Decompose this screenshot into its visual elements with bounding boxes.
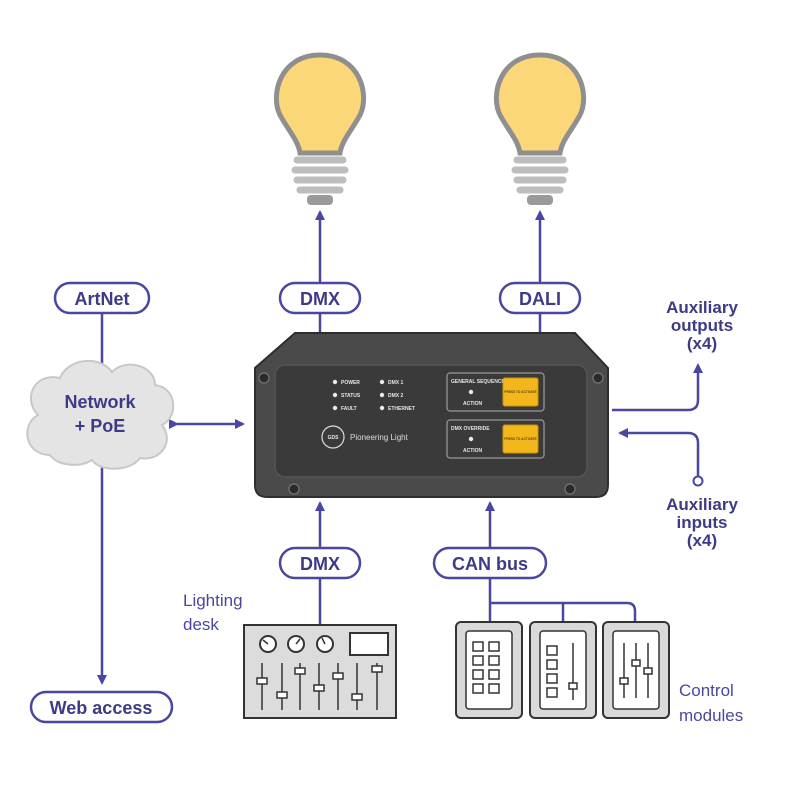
- network-label: Network: [64, 392, 136, 412]
- mixer-icon: [243, 624, 397, 719]
- svg-text:GENERAL SEQUENCE: GENERAL SEQUENCE: [451, 379, 505, 385]
- aux-inputs-label: Auxiliary inputs (x4): [666, 495, 738, 550]
- lighting-desk-label: Lighting desk: [183, 591, 243, 634]
- svg-text:desk: desk: [183, 615, 219, 634]
- svg-text:DMX 1: DMX 1: [388, 380, 404, 386]
- activate-button-1: [502, 377, 539, 407]
- control-panel-icon: [602, 621, 670, 719]
- svg-text:modules: modules: [679, 706, 743, 725]
- pill-dali: DALI: [498, 281, 582, 315]
- control-modules-label: Control modules: [679, 681, 743, 725]
- main-controller-device: POWER STATUS FAULT DMX 1 DMX 2 ETHERNET …: [254, 332, 609, 498]
- svg-text:inputs: inputs: [677, 513, 728, 532]
- svg-text:Auxiliary: Auxiliary: [666, 495, 738, 514]
- network-poe-label: + PoE: [75, 416, 126, 436]
- pill-web-access: Web access: [29, 690, 174, 724]
- svg-text:DMX: DMX: [300, 554, 340, 574]
- svg-text:GDS: GDS: [328, 435, 340, 441]
- svg-text:Control: Control: [679, 681, 734, 700]
- bulb-left-icon: [273, 52, 367, 205]
- svg-text:FAULT: FAULT: [341, 406, 357, 412]
- svg-text:Pioneering Light: Pioneering Light: [350, 433, 409, 442]
- svg-text:PRESS TO ACTIVATE: PRESS TO ACTIVATE: [504, 390, 536, 394]
- screw-icon: [592, 372, 604, 384]
- aux-input-line: [618, 428, 700, 477]
- can-bus-branches: [488, 578, 637, 622]
- bulb-right-icon: [493, 52, 587, 205]
- screw-icon: [258, 372, 270, 384]
- screw-icon: [288, 483, 300, 495]
- svg-text:Lighting: Lighting: [183, 591, 243, 610]
- svg-text:POWER: POWER: [341, 380, 360, 386]
- svg-text:ArtNet: ArtNet: [74, 289, 129, 309]
- pill-dmx-out: DMX: [278, 281, 362, 315]
- svg-text:ETHERNET: ETHERNET: [388, 406, 415, 412]
- activate-button-2: [502, 424, 539, 454]
- svg-text:Web access: Web access: [50, 698, 153, 718]
- svg-text:PRESS TO ACTIVATE: PRESS TO ACTIVATE: [504, 437, 536, 441]
- svg-text:STATUS: STATUS: [341, 393, 361, 399]
- status-leds: POWER STATUS FAULT DMX 1 DMX 2 ETHERNET: [332, 379, 415, 412]
- svg-text:(x4): (x4): [687, 334, 717, 353]
- control-panel-icon: [529, 621, 597, 719]
- aux-outputs-label: Auxiliary outputs (x4): [666, 298, 738, 353]
- svg-text:(x4): (x4): [687, 531, 717, 550]
- pill-can-bus: CAN bus: [432, 546, 548, 580]
- svg-text:Auxiliary: Auxiliary: [666, 298, 738, 317]
- svg-text:DALI: DALI: [519, 289, 561, 309]
- aux-input-terminal: [692, 475, 704, 487]
- svg-text:DMX 2: DMX 2: [388, 393, 404, 399]
- brand-logo: GDS Pioneering Light: [321, 425, 409, 449]
- svg-text:outputs: outputs: [671, 316, 733, 335]
- control-panel-icon: [455, 621, 523, 719]
- svg-text:ACTION: ACTION: [463, 448, 483, 454]
- svg-text:DMX OVERRIDE: DMX OVERRIDE: [451, 426, 490, 432]
- action-panel-2: DMX OVERRIDE ACTION PRESS TO ACTIVATE: [446, 419, 545, 459]
- svg-text:DMX: DMX: [300, 289, 340, 309]
- aux-output-line: [612, 363, 703, 412]
- action-panel-1: GENERAL SEQUENCE ACTION PRESS TO ACTIVAT…: [446, 372, 545, 412]
- connector-lines: [97, 210, 703, 685]
- screw-icon: [564, 483, 576, 495]
- cloud-icon: Network + PoE: [26, 359, 175, 470]
- pill-artnet: ArtNet: [53, 281, 151, 315]
- pill-dmx-in: DMX: [278, 546, 362, 580]
- svg-text:ACTION: ACTION: [463, 401, 483, 407]
- svg-text:CAN bus: CAN bus: [452, 554, 528, 574]
